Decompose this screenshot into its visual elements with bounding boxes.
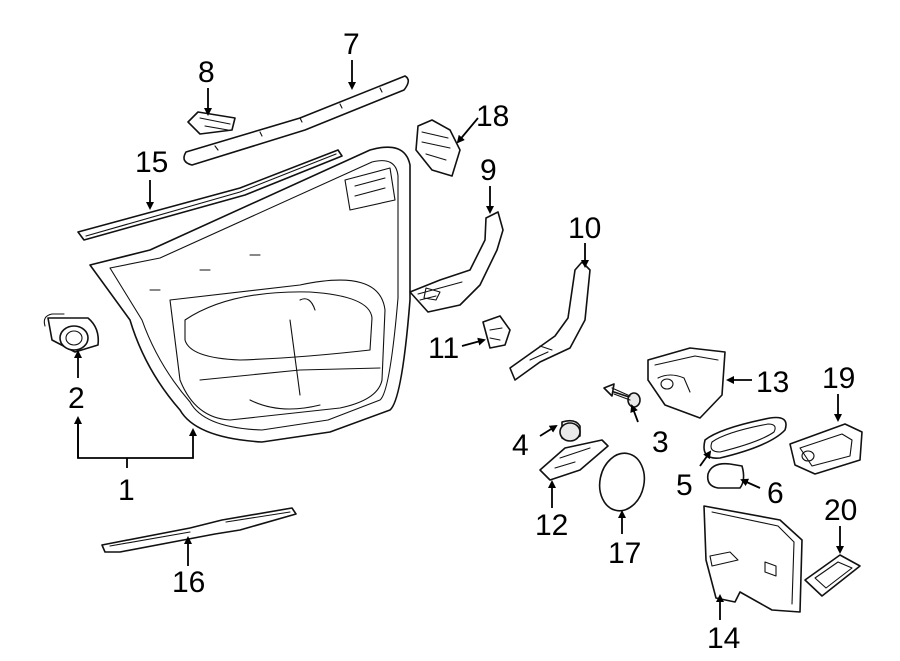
part-12-trim — [539, 439, 609, 481]
callout-11: 11 — [428, 332, 459, 365]
callout-8: 8 — [198, 56, 215, 89]
callout-15: 15 — [135, 146, 168, 179]
part-20-clip — [804, 554, 861, 597]
callout-16: 16 — [172, 566, 205, 599]
part-6-cap — [706, 462, 745, 489]
callout-17: 17 — [608, 537, 641, 570]
callout-2: 2 — [68, 382, 85, 415]
part-2-switch — [43, 313, 100, 353]
part-10-armrest — [509, 261, 591, 381]
part-16-bottom-strip — [101, 507, 297, 553]
part-15-belt-molding — [77, 149, 343, 241]
callout-12: 12 — [535, 509, 568, 542]
callout-6: 6 — [767, 477, 784, 510]
callout-7: 7 — [343, 28, 360, 61]
part-11-bracket — [482, 315, 511, 349]
callout-5: 5 — [676, 469, 693, 502]
callout-19: 19 — [822, 362, 855, 395]
callout-4: 4 — [512, 429, 529, 462]
part-3-screw — [603, 383, 641, 408]
part-1-door-trim-panel — [89, 146, 411, 443]
part-9-pull-handle — [409, 211, 504, 313]
callout-10: 10 — [568, 212, 601, 245]
part-7-molding — [183, 75, 410, 166]
part-4-clip — [559, 419, 581, 442]
callout-9: 9 — [480, 154, 497, 187]
part-18-switch-module — [415, 119, 461, 177]
callout-14: 14 — [707, 622, 740, 655]
part-13-pocket — [647, 347, 726, 419]
part-8-clip — [187, 111, 236, 135]
callout-20: 20 — [824, 494, 857, 527]
callout-1: 1 — [118, 474, 135, 507]
callout-labels: 1 2 3 4 5 6 7 8 9 10 11 12 13 14 15 16 1… — [68, 28, 857, 655]
part-17-round-cover — [598, 452, 646, 512]
part-14-lower-panel — [703, 505, 803, 613]
part-19-handle-housing — [789, 423, 863, 475]
callout-13: 13 — [756, 366, 789, 399]
leader-lines — [74, 60, 844, 620]
callout-3: 3 — [652, 426, 669, 459]
callout-18: 18 — [476, 100, 509, 133]
part-5-bezel — [703, 416, 787, 459]
